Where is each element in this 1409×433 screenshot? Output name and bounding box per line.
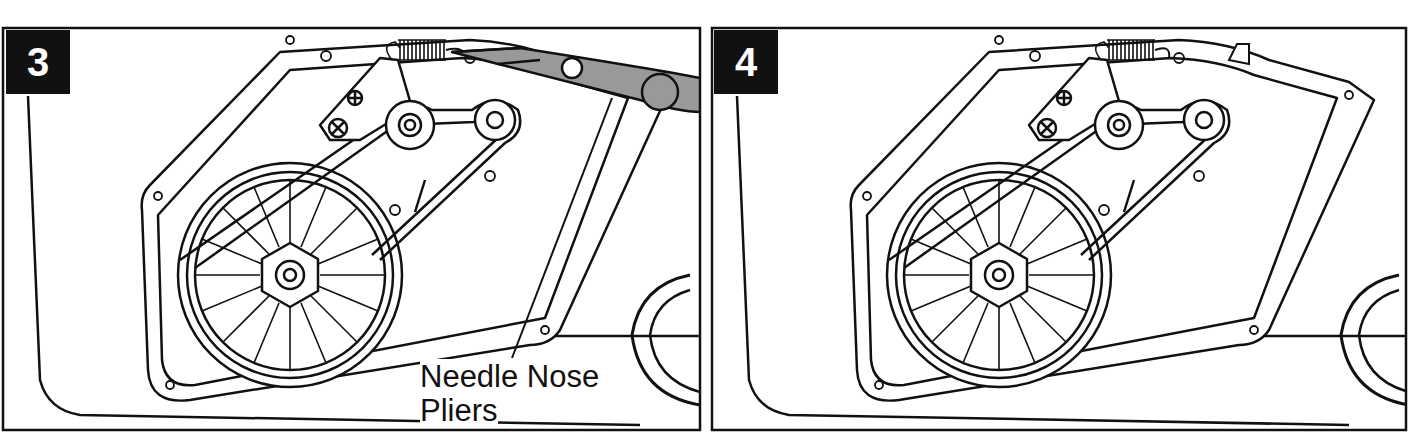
step-number: 3 [27, 42, 49, 82]
step-number-box: 3 [6, 30, 70, 94]
part-label-box: Needle Nose Pliers [420, 360, 650, 428]
step-number: 4 [735, 42, 757, 82]
step-number-box: 4 [714, 30, 778, 94]
part-label: Needle Nose Pliers [420, 359, 599, 428]
